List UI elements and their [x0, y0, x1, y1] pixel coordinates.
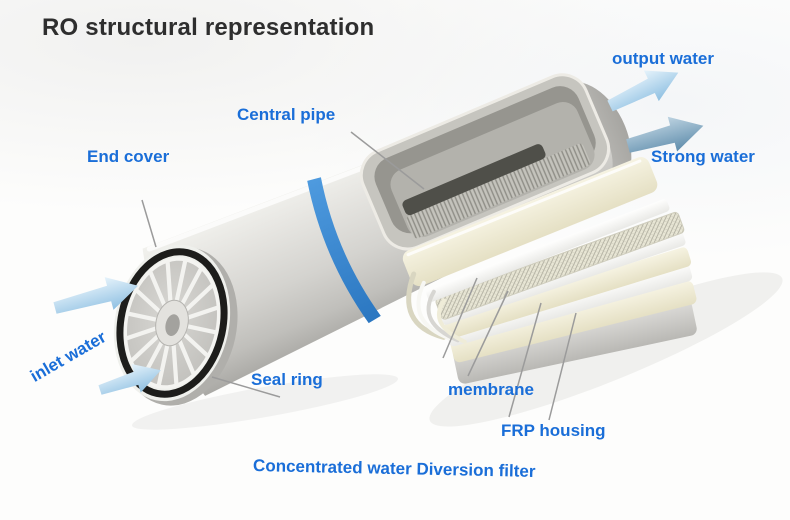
seal-ring-ring: [116, 248, 228, 398]
flow-arrows: [53, 70, 704, 395]
leader-lines: [141, 131, 577, 421]
label-output-water: output water: [612, 49, 714, 68]
sheet-curls: [406, 271, 467, 344]
inlet-water-arrow-icon: [53, 277, 139, 314]
end-cover-hub-hole: [165, 314, 180, 337]
membrane-sheet-white-1: [426, 199, 670, 302]
page-title: RO structural representation: [42, 14, 375, 41]
leader-membrane-2: [467, 290, 509, 377]
leader-membrane-1: [442, 277, 478, 359]
leader-frp-1: [508, 302, 542, 418]
cutaway-opening: [359, 73, 611, 251]
blue-band: [307, 177, 381, 324]
label-end-cover: End cover: [87, 147, 170, 166]
label-frp-housing: FRP housing: [501, 421, 606, 440]
end-cover-spokes: [125, 259, 219, 387]
pipe-shadow: [132, 374, 398, 430]
label-strong-water: Strong water: [651, 147, 755, 166]
leader-frp-2: [548, 312, 577, 421]
label-seal-ring: Seal ring: [251, 370, 323, 389]
label-central-pipe: Central pipe: [237, 105, 336, 124]
central-pipe-slot: [402, 144, 546, 216]
inlet-water-arrow-2-icon: [98, 363, 161, 395]
label-membrane: membrane: [448, 380, 534, 399]
rolled-membrane-edges: [406, 143, 591, 239]
end-cover-wheel: [113, 244, 238, 406]
membrane-sheet-cream-3: [444, 247, 691, 339]
membrane-sheet-white-2: [440, 231, 686, 325]
leader-end-cover: [141, 199, 157, 248]
leader-central-pipe: [350, 131, 425, 190]
frp-housing-sheet: [453, 300, 697, 384]
strong-water-arrow-icon: [626, 116, 704, 153]
sheet-top-highlight: [406, 159, 642, 257]
membrane-sheet-white-3: [446, 263, 693, 347]
leader-seal-ring: [211, 376, 281, 398]
output-water-arrow-icon: [607, 70, 679, 112]
membrane-sheet-cream-top: [402, 157, 658, 287]
pipe-body-group: [142, 73, 632, 396]
